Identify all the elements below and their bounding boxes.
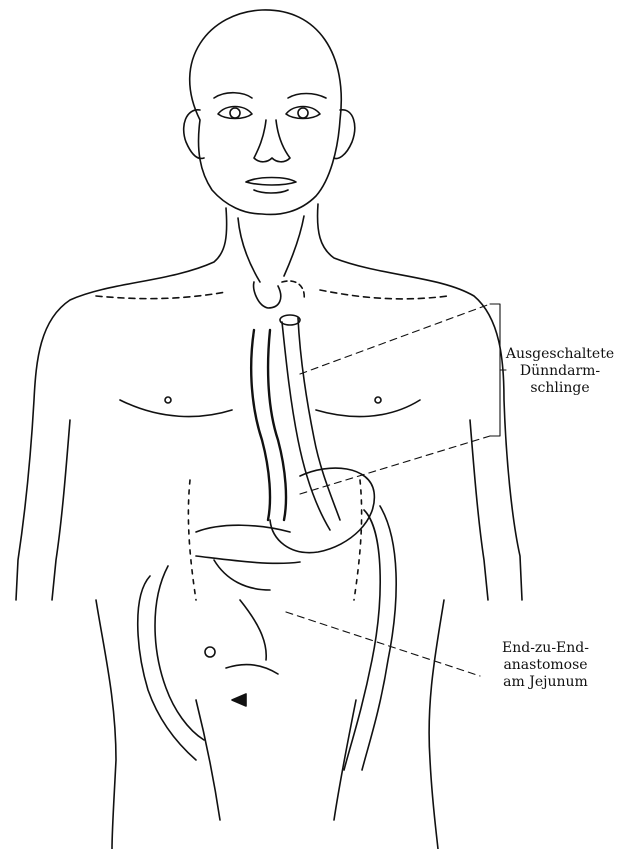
esophagus (254, 282, 281, 308)
label-bottom-line-2: anastomose (483, 657, 608, 674)
leader-top-lower (300, 436, 490, 494)
label-bottom-line-3: am Jejunum (483, 674, 608, 691)
label-bottom-line-1: End-zu-End- (483, 640, 608, 657)
bracket (490, 304, 500, 436)
leader-top-upper (300, 304, 490, 374)
annotation-leaders (286, 304, 506, 676)
head (184, 10, 355, 215)
label-top-line-1: Ausgeschaltete (500, 346, 620, 363)
mouth (246, 178, 296, 186)
label-top-line-3: schlinge (500, 380, 620, 397)
label-top-line-2: Dünndarm- (500, 363, 620, 380)
label-end-to-end-anastomosis: End-zu-End- anastomose am Jejunum (483, 640, 608, 691)
nose (254, 120, 290, 162)
digestive-organs (138, 281, 396, 770)
torso-outline (16, 204, 522, 849)
bypass-loop (282, 322, 330, 530)
label-excluded-small-bowel-loop: Ausgeschaltete Dünndarm- schlinge (500, 346, 620, 397)
colon (138, 576, 196, 760)
leader-bottom (286, 612, 480, 676)
